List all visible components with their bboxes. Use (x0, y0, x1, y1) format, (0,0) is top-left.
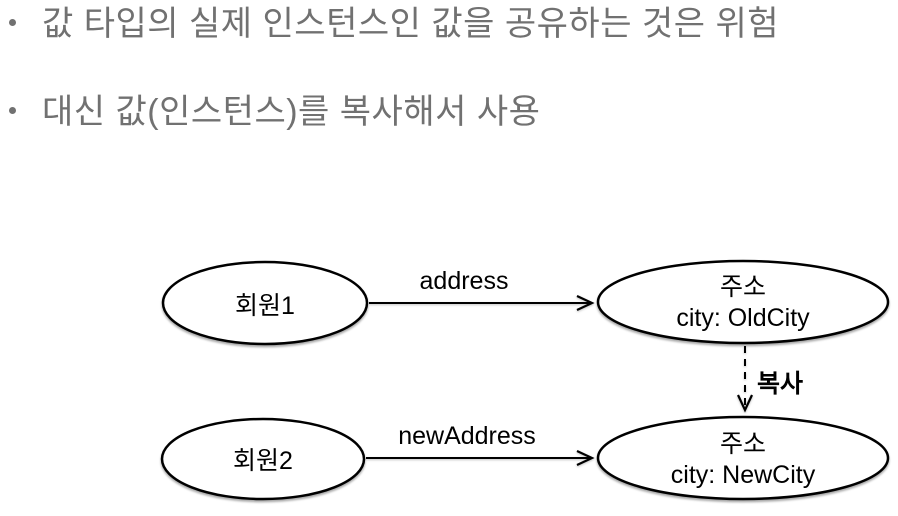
address-arrow-label: address (420, 267, 509, 295)
bullet-item-2: 대신 값(인스턴스)를 복사해서 사용 (9, 91, 540, 134)
bullet-text-2: 대신 값(인스턴스)를 복사해서 사용 (42, 93, 541, 131)
new-address-city: city: NewCity (671, 461, 816, 489)
old-address-city: city: OldCity (676, 304, 810, 332)
bullet-dot (9, 19, 16, 26)
value-copy-diagram: address newAddress 복사 회원1 주소 city: OldCi… (160, 259, 890, 501)
member1-label: 회원1 (235, 292, 295, 320)
member2-node (160, 417, 366, 501)
new-address-node (596, 415, 890, 501)
old-address-node (596, 259, 890, 345)
new-address-title: 주소 (720, 430, 766, 458)
old-address-title: 주소 (720, 273, 766, 301)
bullet-text-1: 값 타입의 실제 인스턴스인 값을 공유하는 것은 위험 (42, 5, 780, 43)
member1-node (161, 260, 369, 346)
member2-label: 회원2 (233, 447, 293, 475)
copy-arrow-label: 복사 (757, 370, 803, 398)
new-address-arrow-label: newAddress (398, 422, 536, 450)
bullet-item-1: 값 타입의 실제 인스턴스인 값을 공유하는 것은 위험 (9, 3, 779, 46)
bullet-dot (9, 107, 16, 114)
